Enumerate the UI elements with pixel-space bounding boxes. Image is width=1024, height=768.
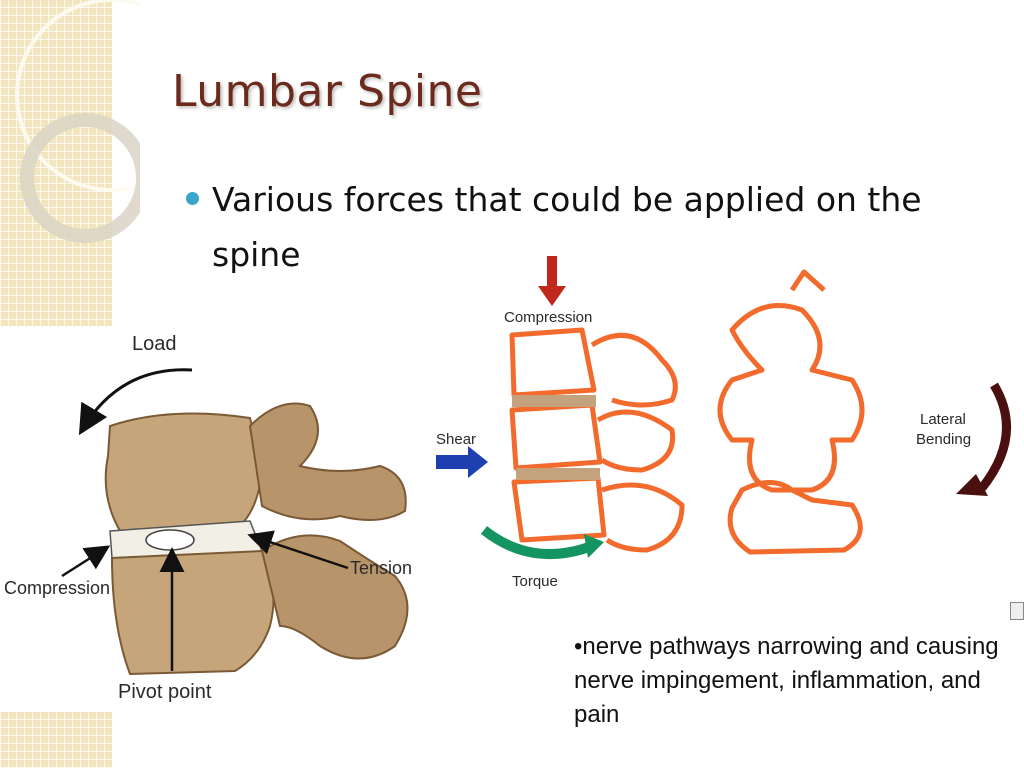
posterior-vertebra-upper	[717, 303, 865, 493]
compression-force-label: Compression	[504, 309, 592, 326]
bullet-text: Various forces that could be applied on …	[212, 180, 922, 274]
posterior-spinous-tip	[789, 269, 826, 292]
lateral-bending-arrowhead	[956, 474, 988, 496]
posterior-vertebra-lower	[727, 480, 863, 555]
decorative-grid-strip-bottom	[0, 712, 112, 768]
vertebra-load-figure: Load Compression Tension Pivot point	[4, 333, 412, 703]
bullet-list: Various forces that could be applied on …	[182, 172, 962, 282]
torque-arrowhead	[584, 534, 604, 558]
bending-label: Bending	[916, 431, 971, 448]
shear-arrow	[436, 446, 488, 478]
spine-forces-figure: Compression Shear Torque Lateral Bending	[436, 256, 1011, 590]
tension-label: Tension	[350, 558, 412, 578]
torque-label: Torque	[512, 573, 558, 590]
tension-pointer	[247, 530, 349, 570]
bullet-dot-icon	[186, 192, 199, 205]
shear-label: Shear	[436, 431, 476, 448]
upper-vertebral-body	[104, 412, 264, 533]
embedded-object-icon	[1010, 602, 1024, 620]
caption-note: •nerve pathways narrowing and causing ne…	[574, 633, 999, 728]
lateral-discs	[512, 395, 600, 480]
lateral-vertebra-3	[511, 475, 607, 543]
lateral-spine-view	[509, 327, 685, 553]
compression-arrow	[538, 256, 566, 306]
compression-label: Compression	[4, 578, 110, 598]
lateral-label: Lateral	[920, 411, 966, 428]
posterior-spine-view	[717, 269, 865, 555]
lateral-process-1	[590, 332, 678, 408]
lower-vertebral-body	[110, 549, 275, 676]
slide-title: Lumbar Spine	[172, 66, 483, 117]
decorative-grid-strip-top	[0, 0, 112, 326]
deco-ring-small	[20, 113, 140, 243]
deco-ring-large	[15, 0, 140, 192]
lateral-disc-1	[512, 395, 596, 407]
lateral-bending-arrow	[978, 382, 1011, 491]
decorative-rings	[15, 0, 140, 243]
pivot-point-label: Pivot point	[118, 681, 212, 703]
disc-nucleus	[145, 529, 195, 551]
lateral-vertebra-1	[509, 327, 597, 398]
lower-vertebral-process	[260, 534, 409, 660]
lateral-disc-2	[516, 468, 600, 480]
lateral-vertebra-2	[509, 402, 603, 471]
load-label: Load	[132, 333, 177, 355]
compression-pointer	[61, 545, 111, 578]
load-arrow	[78, 368, 193, 436]
torque-arrow	[480, 526, 594, 560]
bullet-item: Various forces that could be applied on …	[182, 172, 962, 282]
lateral-process-3	[601, 482, 685, 553]
upper-vertebral-process	[248, 402, 407, 521]
lateral-process-2	[596, 409, 676, 473]
